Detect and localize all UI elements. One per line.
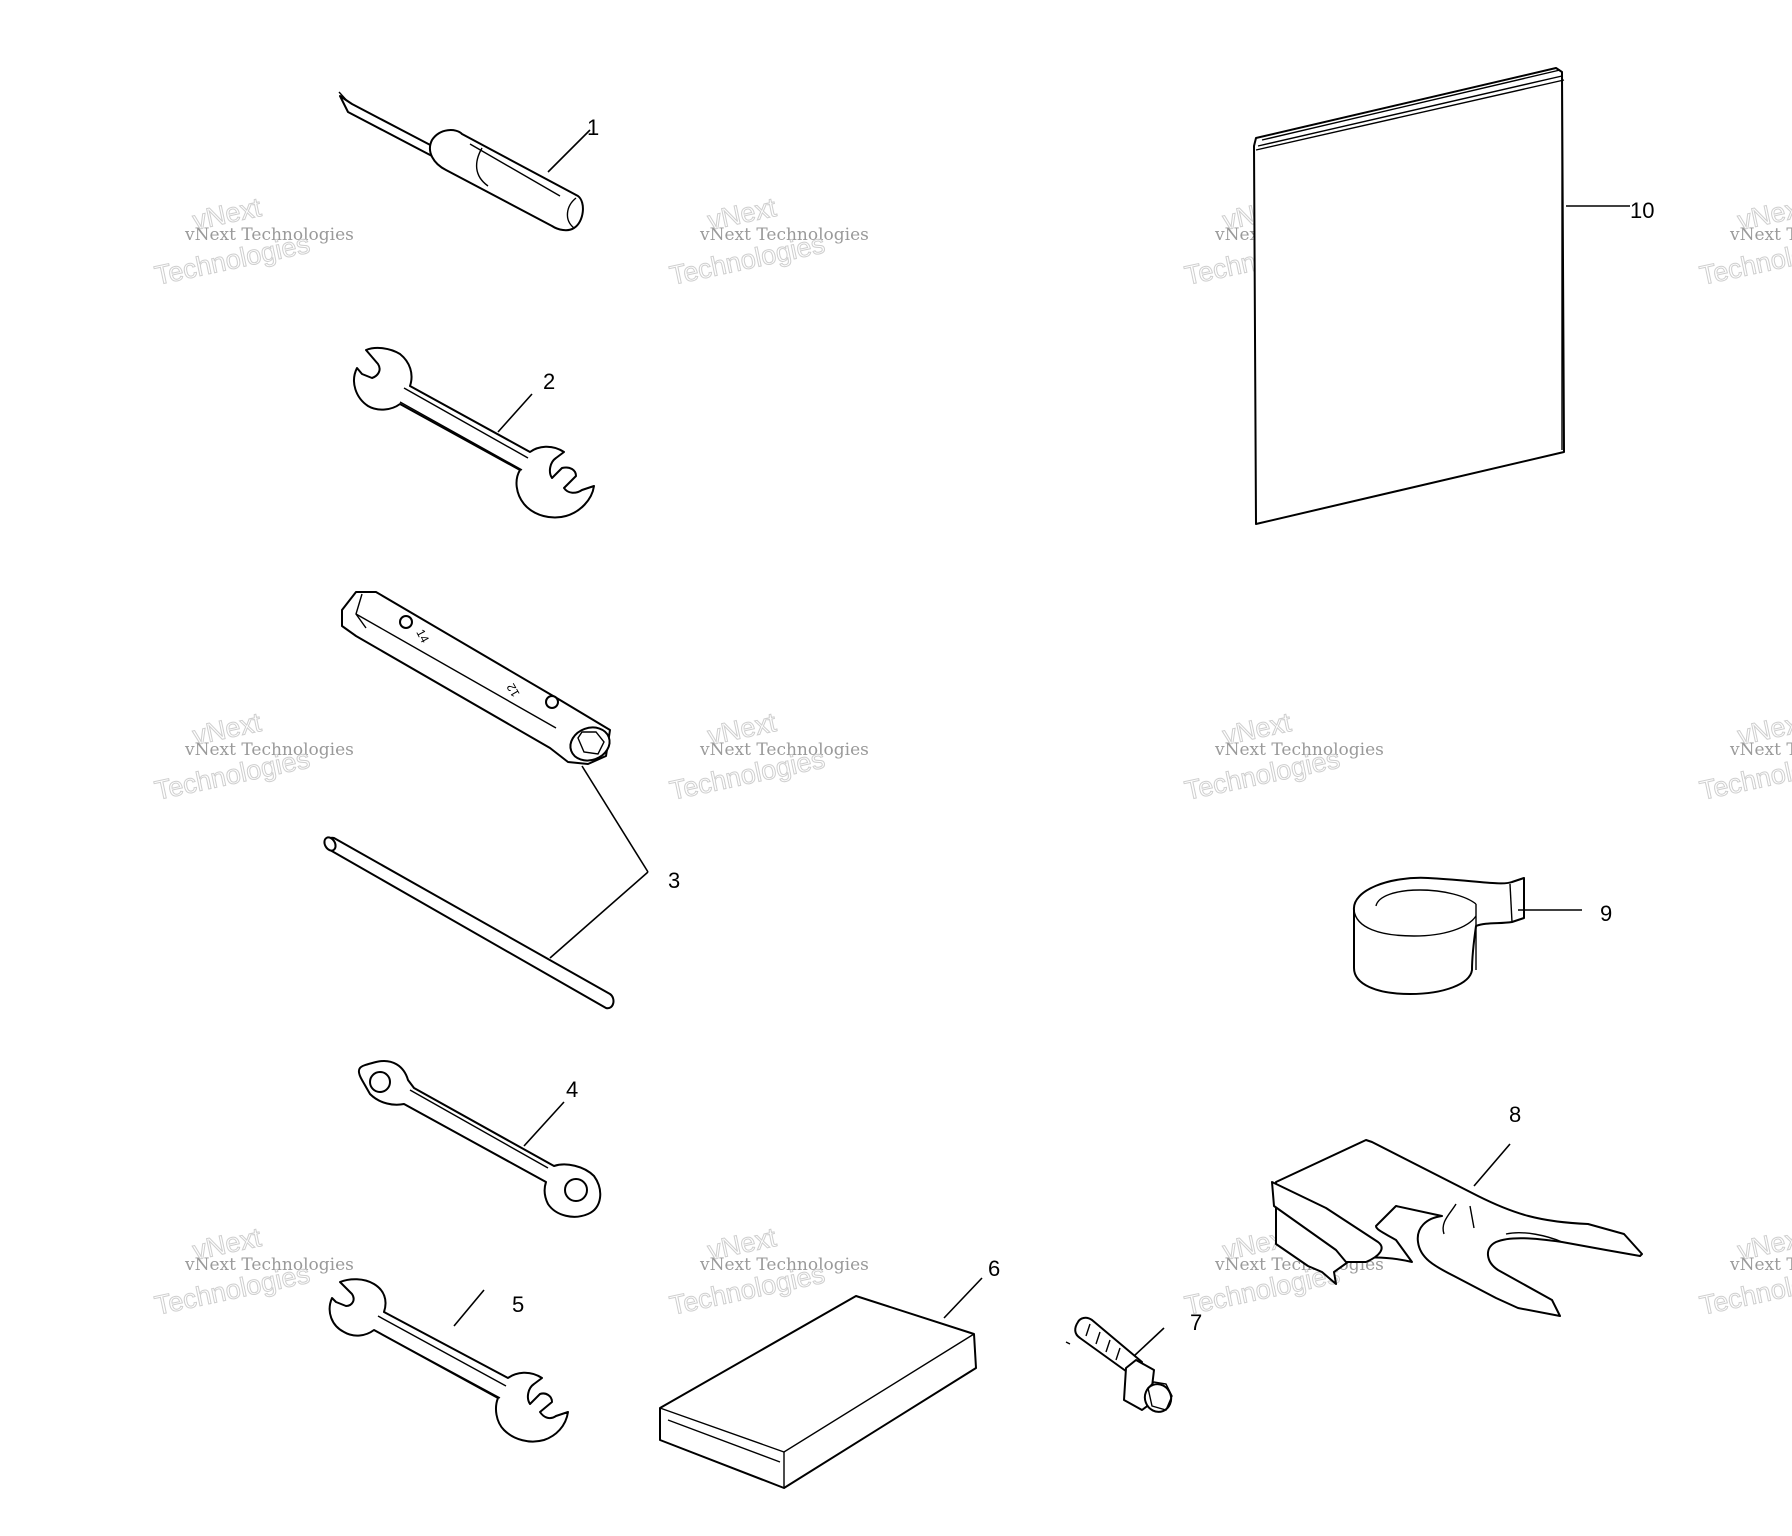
leader-line-2 (497, 393, 533, 433)
callout-6: 6 (988, 1256, 1000, 1281)
watermark-text: vNext Technologies (1729, 1255, 1792, 1275)
callout-7: 7 (1190, 1310, 1202, 1335)
watermark-block: vNext vNext Technologies Technologies (667, 192, 869, 292)
spark-plug-socket-wrench-icon: 14 12 (341, 591, 611, 765)
leader-line-5 (453, 1289, 485, 1327)
leader-line-3a (581, 765, 649, 873)
watermark-text: vNext Technologies (699, 1255, 869, 1275)
watermark-text: vNext Technologies (699, 225, 869, 245)
watermark-block: vNext vNext Technologies Technologies (1182, 707, 1384, 807)
callout-8: 8 (1509, 1102, 1521, 1127)
watermark-text: vNext Technologies (1729, 740, 1792, 760)
callout-9: 9 (1600, 901, 1612, 926)
watermark-block: vNext vNext Technologies Technologies (667, 707, 869, 807)
callout-10: 10 (1630, 198, 1654, 223)
callout-5: 5 (512, 1292, 524, 1317)
leader-line-1 (547, 129, 591, 173)
watermark-text: vNext Technologies (184, 740, 354, 760)
watermark-block: vNext vNext Technologies Technologies (152, 192, 354, 292)
watermark-block: vNext vNext Technologies Technologies (1697, 1222, 1792, 1322)
watermark-text: vNext Technologies (1214, 740, 1384, 760)
watermark-block: vNext vNext Technologies Technologies (152, 1222, 354, 1322)
leader-line-8 (1473, 1143, 1511, 1187)
callout-3: 3 (668, 868, 680, 893)
spring-holder-icon (1271, 1139, 1643, 1317)
watermark-text: vNext Technologies (184, 225, 354, 245)
watermark-text: vNext Technologies (184, 1255, 354, 1275)
open-end-wrench-icon (353, 346, 595, 519)
screwdriver-icon (338, 91, 584, 232)
tool-pouch-icon (659, 1295, 977, 1489)
leader-line-3b (549, 871, 649, 959)
open-end-wrench-icon (328, 1278, 569, 1443)
leader-line-4 (523, 1101, 565, 1147)
callout-4: 4 (566, 1077, 578, 1102)
leader-line-7 (1133, 1327, 1165, 1357)
watermark-text: vNext Technologies (1729, 225, 1792, 245)
callout-1: 1 (587, 115, 599, 140)
owners-manual-icon (1253, 67, 1565, 525)
size-marking-12: 12 (504, 681, 523, 700)
leader-line-6 (943, 1277, 983, 1319)
watermark-text: vNext Technologies (699, 740, 869, 760)
tommy-bar-icon (323, 836, 615, 1010)
watermark-block: vNext vNext Technologies Technologies (152, 707, 354, 807)
bolt-icon (1065, 1316, 1173, 1413)
ring-wrench-icon (357, 1060, 602, 1218)
callout-2: 2 (543, 369, 555, 394)
size-marking-14: 14 (413, 627, 432, 646)
watermark-block: vNext vNext Technologies Technologies (1697, 192, 1792, 292)
tape-roll-icon (1352, 876, 1525, 995)
watermark-block: vNext vNext Technologies Technologies (1697, 707, 1792, 807)
